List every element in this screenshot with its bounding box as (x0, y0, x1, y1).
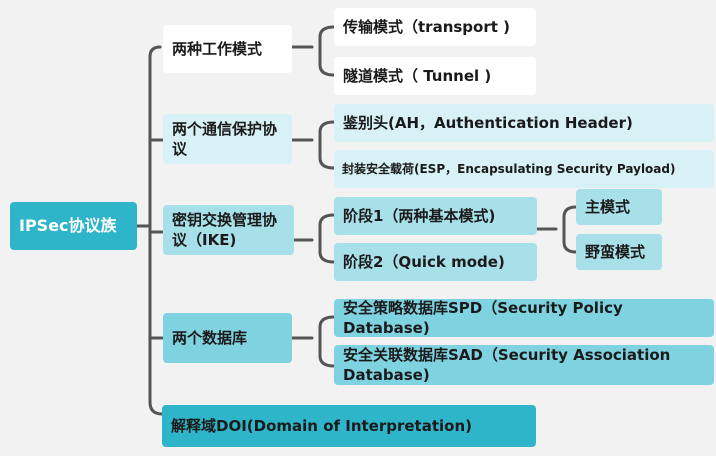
category-ike: 密钥交换管理协议（IKE) (163, 205, 294, 255)
ike-phase2-label: 阶段2（Quick mode) (343, 253, 505, 271)
category-protocols-label: 两个通信保护协议 (172, 120, 278, 158)
category-ike-label: 密钥交换管理协议（IKE) (172, 211, 278, 249)
database-spd: 安全策略数据库SPD（Security Policy Database) (334, 299, 714, 337)
category-protocols: 两个通信保护协议 (163, 114, 292, 164)
category-work-modes-label: 两种工作模式 (172, 40, 263, 58)
root-node-ipsec: IPSec协议族 (10, 202, 137, 250)
database-sad-label: 安全关联数据库SAD（Security Association Database… (343, 346, 671, 384)
work-mode-transport: 传输模式（transport ) (334, 8, 536, 46)
work-mode-transport-label: 传输模式（transport ) (343, 18, 510, 36)
ike-main-mode-label: 主模式 (585, 198, 631, 216)
ike-phase1: 阶段1（两种基本模式) (334, 197, 537, 235)
category-doi: 解释域DOI(Domain of Interpretation) (162, 405, 536, 447)
ike-phase2: 阶段2（Quick mode) (334, 243, 537, 281)
ike-aggressive-mode: 野蛮模式 (576, 234, 662, 270)
database-spd-label: 安全策略数据库SPD（Security Policy Database) (343, 299, 623, 337)
database-sad: 安全关联数据库SAD（Security Association Database… (334, 345, 714, 385)
ike-main-mode: 主模式 (576, 189, 662, 225)
protocol-ah: 鉴别头(AH，Authentication Header) (334, 104, 714, 142)
category-work-modes: 两种工作模式 (163, 25, 292, 73)
protocol-esp-label: 封装安全载荷(ESP，Encapsulating Security Payloa… (342, 162, 676, 176)
category-databases-label: 两个数据库 (172, 329, 248, 347)
category-doi-label: 解释域DOI(Domain of Interpretation) (171, 417, 472, 435)
ike-phase1-label: 阶段1（两种基本模式) (343, 207, 496, 225)
protocol-ah-label: 鉴别头(AH，Authentication Header) (343, 114, 633, 132)
category-databases: 两个数据库 (163, 313, 292, 363)
root-label: IPSec协议族 (19, 216, 117, 235)
work-mode-tunnel-label: 隧道模式（ Tunnel ) (343, 67, 492, 85)
protocol-esp: 封装安全载荷(ESP，Encapsulating Security Payloa… (334, 150, 714, 188)
work-mode-tunnel: 隧道模式（ Tunnel ) (334, 57, 536, 95)
ike-aggressive-mode-label: 野蛮模式 (585, 243, 646, 261)
